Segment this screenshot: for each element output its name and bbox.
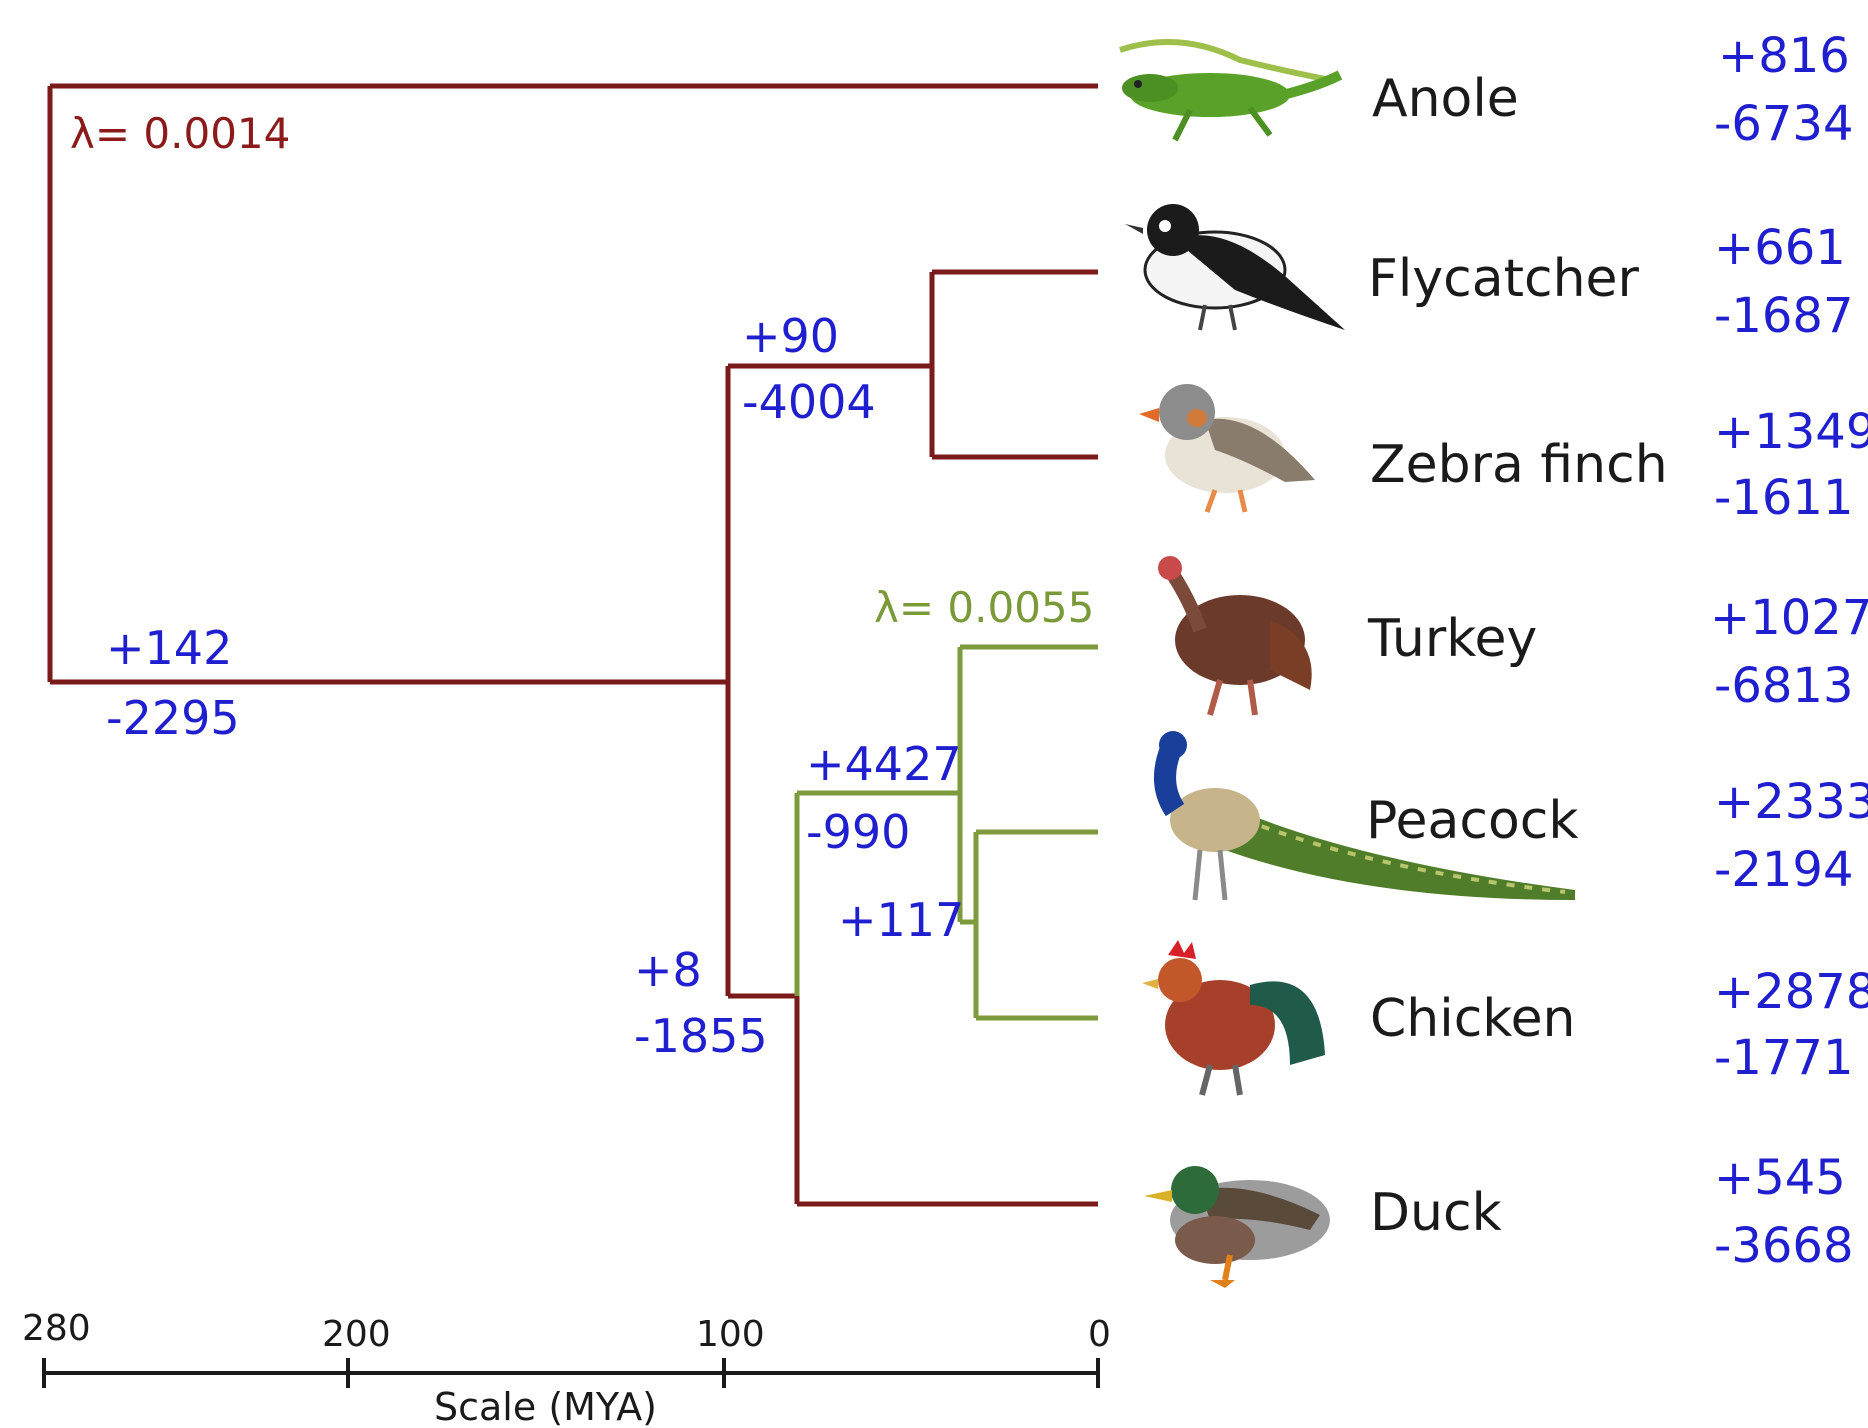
species-loss-chicken: -1771 xyxy=(1714,1030,1853,1086)
species-loss-anole: -6734 xyxy=(1714,96,1853,152)
species-loss-peacock: -2194 xyxy=(1714,842,1853,898)
galloanserae-node-gain: +8 xyxy=(634,943,702,997)
turkey-icon xyxy=(1158,556,1312,715)
lizard-icon xyxy=(1120,42,1340,140)
species-loss-duck: -3668 xyxy=(1714,1218,1853,1274)
passerine-node-loss: -4004 xyxy=(742,375,876,429)
flycatcher-icon xyxy=(1125,204,1345,330)
species-gain-duck: +545 xyxy=(1714,1150,1846,1206)
scale-tick-label-280: 280 xyxy=(22,1308,91,1349)
species-gain-turkey: +1027 xyxy=(1710,590,1868,646)
galliform-node-gain: +4427 xyxy=(806,737,962,791)
species-loss-flycatcher: -1687 xyxy=(1714,288,1853,344)
galloanserae-node-loss: -1855 xyxy=(634,1009,768,1063)
phasianinae-node-gain: +117 xyxy=(838,893,964,947)
duck-icon xyxy=(1144,1166,1330,1288)
background-lambda-label: λ= 0.0014 xyxy=(70,109,290,158)
species-gain-chicken: +2878 xyxy=(1714,964,1868,1020)
species-name-duck: Duck xyxy=(1370,1183,1502,1243)
species-gain-peacock: +2333 xyxy=(1714,774,1868,830)
species-loss-turkey: -6813 xyxy=(1714,658,1853,714)
species-name-anole: Anole xyxy=(1372,69,1519,129)
species-loss-zebra-finch: -1611 xyxy=(1714,470,1853,526)
species-name-turkey: Turkey xyxy=(1367,609,1537,669)
galliform-node-loss: -990 xyxy=(806,805,910,859)
species-name-flycatcher: Flycatcher xyxy=(1368,249,1640,309)
scale-tick-label-200: 200 xyxy=(322,1314,391,1355)
time-scale-axis xyxy=(44,1358,1098,1388)
species-gain-flycatcher: +661 xyxy=(1714,220,1846,276)
species-gain-zebra-finch: +1349 xyxy=(1714,404,1868,460)
scale-title: Scale (MYA) xyxy=(434,1385,657,1428)
scale-tick-label-0: 0 xyxy=(1088,1314,1111,1355)
scale-tick-label-100: 100 xyxy=(696,1314,765,1355)
rooster-icon xyxy=(1142,940,1325,1095)
passerine-node-gain: +90 xyxy=(742,309,839,363)
species-name-zebra-finch: Zebra finch xyxy=(1370,435,1668,495)
species-gain-anole: +816 xyxy=(1718,28,1850,84)
finch-icon xyxy=(1139,384,1315,512)
galliform-lambda-label: λ= 0.0055 xyxy=(874,583,1094,632)
birds-node-gain: +142 xyxy=(106,621,232,675)
species-name-chicken: Chicken xyxy=(1370,989,1576,1049)
species-name-peacock: Peacock xyxy=(1366,791,1578,851)
birds-node-loss: -2295 xyxy=(106,691,240,745)
